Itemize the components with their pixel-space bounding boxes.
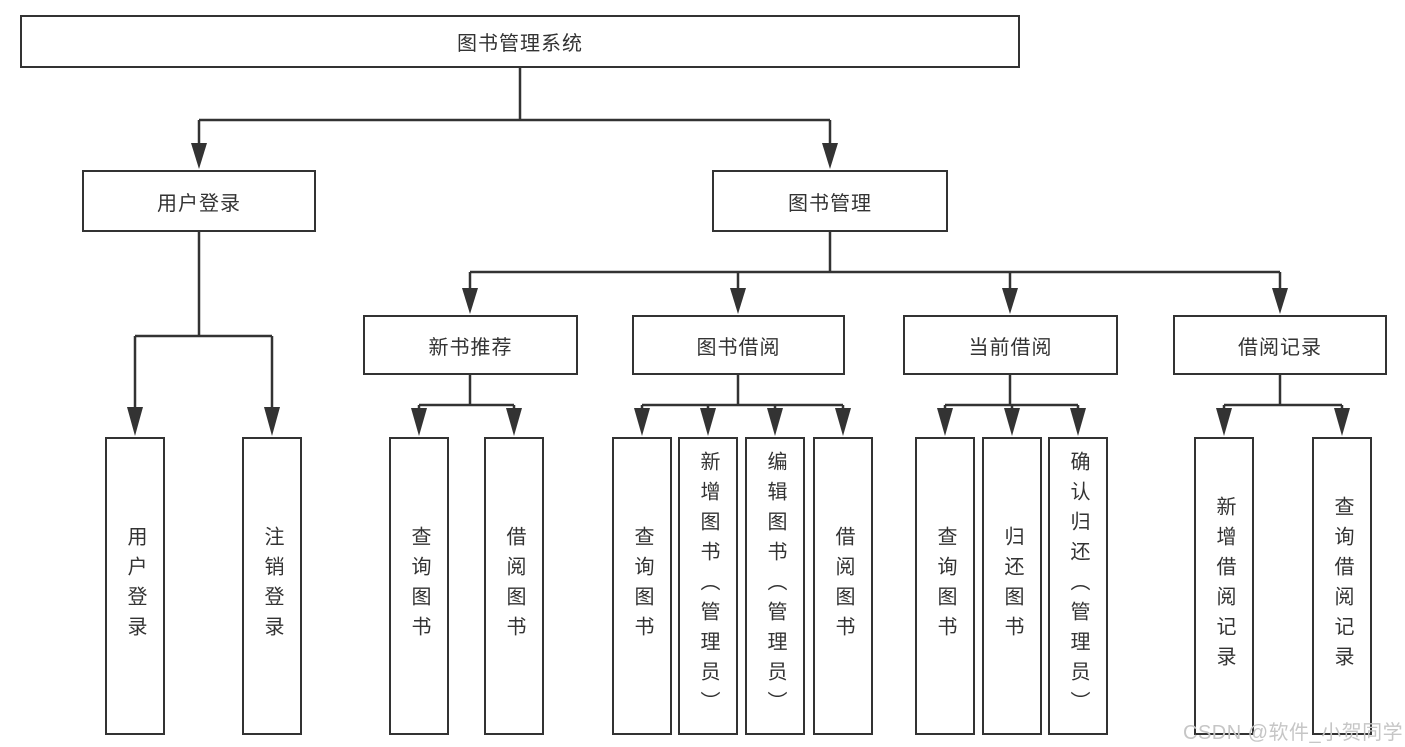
leaf-return-books: 归还图书: [982, 437, 1042, 735]
node-book-borrow: 图书借阅: [632, 315, 845, 375]
leaf-query-books-recommend-label: 查询图书: [408, 526, 430, 646]
leaf-query-borrow-record: 查询借阅记录: [1312, 437, 1372, 735]
leaf-user-login-label: 用户登录: [124, 526, 146, 646]
leaf-add-book-admin-label: 新增图书（管理员）: [697, 451, 719, 721]
csdn-watermark: CSDN @软件_小贺同学: [1183, 722, 1404, 744]
leaf-confirm-return-admin-label: 确认归还（管理员）: [1067, 451, 1089, 721]
leaf-user-login: 用户登录: [105, 437, 165, 735]
leaf-borrow-books: 借阅图书: [813, 437, 873, 735]
leaf-confirm-return-admin: 确认归还（管理员）: [1048, 437, 1108, 735]
node-current-borrow-label: 当前借阅: [968, 336, 1053, 359]
leaf-logout-login-label: 注销登录: [261, 526, 283, 646]
leaf-borrow-books-recommend: 借阅图书: [484, 437, 544, 735]
leaf-logout-login: 注销登录: [242, 437, 302, 735]
root-node: 图书管理系统: [20, 15, 1020, 68]
node-book-management: 图书管理: [712, 170, 948, 232]
node-current-borrow: 当前借阅: [903, 315, 1118, 375]
leaf-query-books-borrow: 查询图书: [612, 437, 672, 735]
root-node-label: 图书管理系统: [457, 33, 583, 55]
leaf-query-books-current: 查询图书: [915, 437, 975, 735]
node-borrow-records-label: 借阅记录: [1238, 336, 1322, 359]
leaf-add-borrow-record-label: 新增借阅记录: [1213, 496, 1235, 676]
node-book-borrow-label: 图书借阅: [696, 336, 781, 359]
leaf-borrow-books-label: 借阅图书: [832, 526, 854, 646]
node-user-login: 用户登录: [82, 170, 316, 232]
leaf-edit-book-admin-label: 编辑图书（管理员）: [764, 451, 786, 721]
node-borrow-records: 借阅记录: [1173, 315, 1387, 375]
leaf-return-books-label: 归还图书: [1001, 526, 1023, 646]
leaf-add-borrow-record: 新增借阅记录: [1194, 437, 1254, 735]
leaf-borrow-books-recommend-label: 借阅图书: [503, 526, 525, 646]
leaf-query-books-borrow-label: 查询图书: [631, 526, 653, 646]
node-book-management-label: 图书管理: [788, 192, 872, 215]
leaf-query-borrow-record-label: 查询借阅记录: [1331, 496, 1353, 676]
leaf-add-book-admin: 新增图书（管理员）: [678, 437, 738, 735]
leaf-query-books-current-label: 查询图书: [934, 526, 956, 646]
node-new-book-recommend-label: 新书推荐: [428, 336, 513, 359]
node-new-book-recommend: 新书推荐: [363, 315, 578, 375]
leaf-edit-book-admin: 编辑图书（管理员）: [745, 437, 805, 735]
node-user-login-label: 用户登录: [157, 192, 241, 215]
leaf-query-books-recommend: 查询图书: [389, 437, 449, 735]
